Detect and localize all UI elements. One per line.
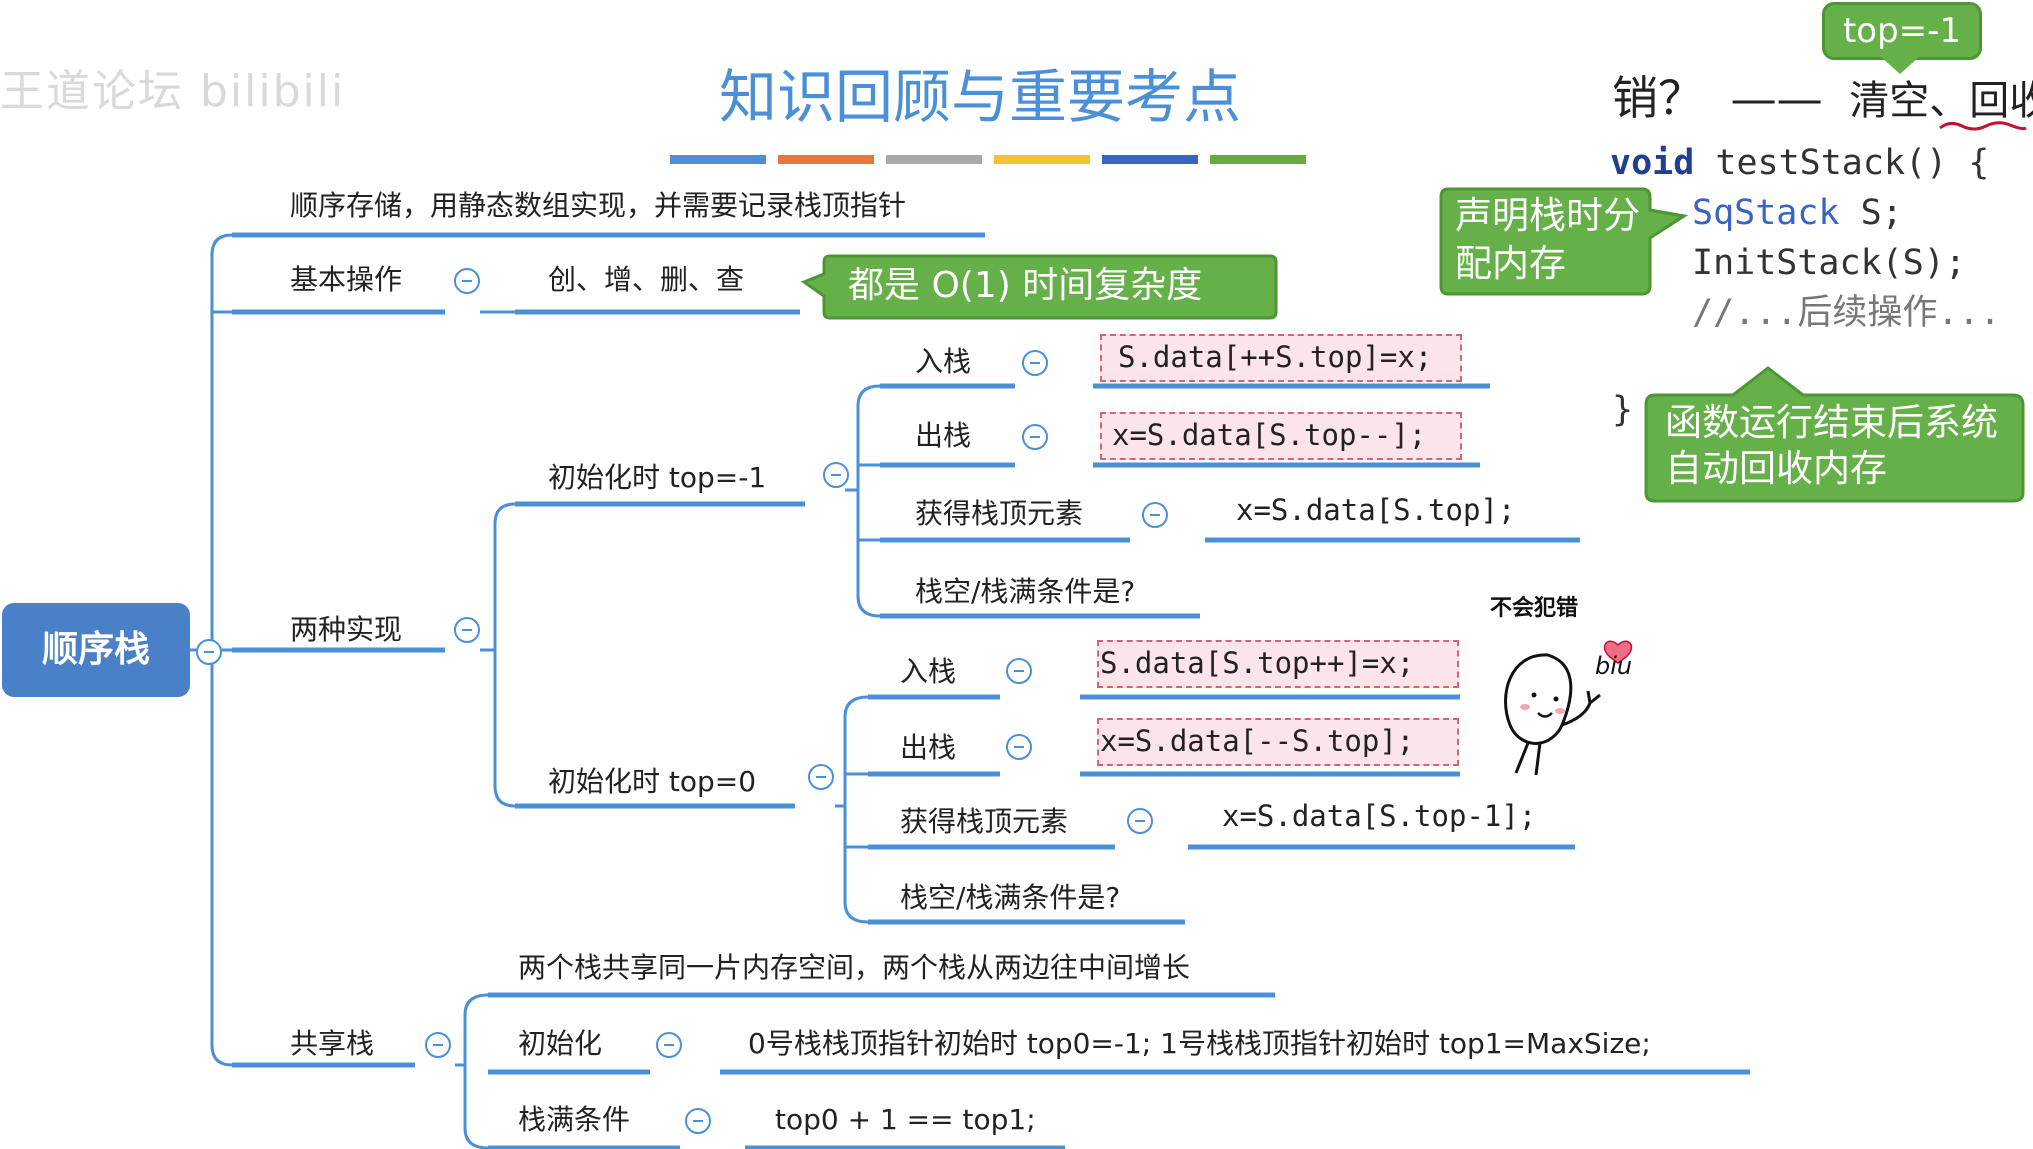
node-sequential-storage: 顺序存储，用静态数组实现，并需要记录栈顶指针 — [290, 189, 907, 222]
title-color-bar — [886, 155, 982, 164]
node-shared-full: 栈满条件 — [518, 1103, 631, 1136]
code-declare-s: S; — [1839, 193, 1903, 233]
node-0-push: 入栈 — [900, 655, 957, 688]
two-impl-collapse-toggle[interactable] — [454, 617, 480, 643]
0-pop-code-box — [1097, 718, 1459, 766]
declare-note-shape — [1439, 187, 1688, 296]
code-void-keyword: void — [1610, 143, 1695, 183]
m1-get-top-code: x=S.data[S.top]; — [1236, 493, 1516, 527]
m1-push-toggle[interactable] — [1022, 350, 1048, 376]
shared-init-toggle[interactable] — [656, 1032, 682, 1058]
node-shared-init-detail: 0号栈栈顶指针初始时 top0=-1; 1号栈栈顶指针初始时 top1=MaxS… — [748, 1027, 1651, 1060]
destroy-question-dash: —— — [1730, 71, 1823, 125]
0-get-top-code: x=S.data[S.top-1]; — [1222, 799, 1537, 833]
cartoon-sticker-icon — [1504, 640, 1633, 776]
root-collapse-toggle[interactable] — [196, 639, 222, 665]
node-m1-empty-full: 栈空/栈满条件是? — [915, 575, 1136, 608]
node-shared-full-detail: top0 + 1 == top1; — [775, 1103, 1036, 1136]
0-push-code: S.data[S.top++]=x; — [1100, 646, 1415, 680]
complexity-note: 都是 O(1) 时间复杂度 — [848, 265, 1203, 306]
m1-pop-toggle[interactable] — [1022, 424, 1048, 450]
node-shared-description: 两个栈共享同一片内存空间，两个栈从两边往中间增长 — [518, 951, 1191, 984]
title-color-bar — [994, 155, 1090, 164]
destroy-question-prefix: 销？ — [1612, 71, 1704, 125]
title-color-bar — [670, 155, 766, 164]
node-shared-init: 初始化 — [518, 1027, 603, 1060]
top-minus1-callout: top=-1 — [1822, 2, 1982, 60]
auto-reclaim-note: 函数运行结束后系统自动回收内存 — [1665, 401, 1998, 490]
init-m1-collapse-toggle[interactable] — [823, 462, 849, 488]
sticker-caption: 不会犯错 — [1490, 596, 1579, 621]
title-color-bar — [1102, 155, 1198, 164]
destroy-question-text: 销？ —— 清空、回收 — [1612, 62, 2033, 128]
code-sqstack-type: SqStack — [1692, 193, 1840, 233]
0-push-toggle[interactable] — [1006, 658, 1032, 684]
node-two-implementations: 两种实现 — [290, 613, 403, 646]
watermark: 王道论坛 bilibili — [0, 66, 346, 117]
code-close-brace: } — [1612, 390, 1634, 430]
init-0-collapse-toggle[interactable] — [808, 764, 834, 790]
node-0-empty-full: 栈空/栈满条件是? — [900, 881, 1121, 914]
m1-push-code: S.data[++S.top]=x; — [1118, 340, 1433, 374]
node-init-top-minus1: 初始化时 top=-1 — [548, 461, 767, 494]
m1-pop-code-box — [1100, 412, 1462, 460]
0-push-code-box — [1097, 640, 1459, 688]
0-get-top-toggle[interactable] — [1127, 808, 1153, 834]
node-shared-stack: 共享栈 — [290, 1027, 375, 1060]
root-node-sequential-stack[interactable]: 顺序栈 — [2, 603, 190, 697]
m1-pop-code: x=S.data[S.top--]; — [1112, 418, 1427, 452]
title-color-bar — [1210, 155, 1306, 164]
code-initstack-call: InitStack(S); — [1692, 243, 1966, 283]
m1-get-top-toggle[interactable] — [1142, 502, 1168, 528]
page-title: 知识回顾与重要考点 — [718, 63, 1241, 131]
top-callout-pointer — [1880, 56, 1920, 74]
node-0-pop: 出栈 — [900, 731, 957, 764]
node-basic-ops-detail: 创、增、删、查 — [548, 263, 745, 296]
test-stack-code: void testStack() { SqStack S; InitStack(… — [1610, 138, 2001, 338]
node-init-top-0: 初始化时 top=0 — [548, 765, 757, 798]
shared-collapse-toggle[interactable] — [425, 1032, 451, 1058]
node-m1-pop: 出栈 — [915, 419, 972, 452]
node-basic-operations: 基本操作 — [290, 263, 403, 296]
shared-full-toggle[interactable] — [685, 1108, 711, 1134]
declare-note: 声明栈时分配内存 — [1455, 194, 1640, 285]
sticker-biu-text: biu — [1595, 652, 1633, 680]
complexity-callout-shape — [800, 254, 1278, 320]
auto-reclaim-shape — [1644, 366, 2025, 503]
0-pop-toggle[interactable] — [1006, 734, 1032, 760]
title-color-bar — [778, 155, 874, 164]
node-m1-get-top: 获得栈顶元素 — [915, 497, 1084, 530]
node-0-get-top: 获得栈顶元素 — [900, 805, 1069, 838]
node-m1-push: 入栈 — [915, 345, 972, 378]
destroy-answer-reclaim: 回收 — [1969, 78, 2033, 124]
m1-push-code-box — [1100, 334, 1462, 382]
0-pop-code: x=S.data[--S.top]; — [1100, 724, 1415, 758]
basic-ops-collapse-toggle[interactable] — [454, 268, 480, 294]
reclaim-underline — [1939, 121, 2027, 131]
code-comment: //...后续操作... — [1692, 293, 2001, 333]
code-function-signature: testStack() { — [1694, 143, 1990, 183]
destroy-answer: 清空、 — [1849, 78, 1970, 124]
